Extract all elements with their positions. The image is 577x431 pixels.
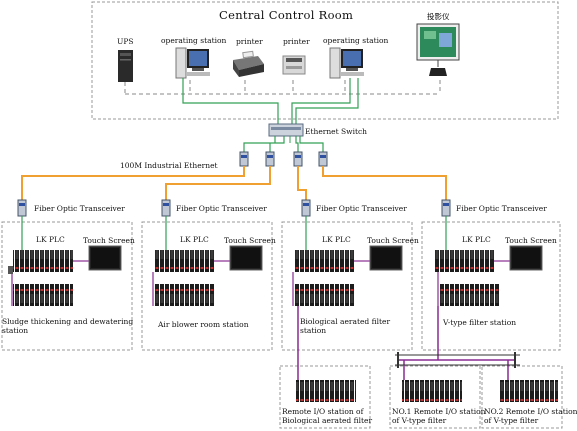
station-name-line2: station	[2, 326, 29, 335]
ups-icon	[118, 50, 133, 82]
station-box-1	[1, 221, 133, 351]
switch-label: Ethernet Switch	[305, 127, 368, 136]
station-name-line1: V-type filter station	[443, 318, 517, 327]
touch-screen-label: Touch Screen	[224, 236, 276, 245]
plc-rack-icon	[294, 250, 354, 272]
station-box-4	[421, 221, 561, 351]
remote-box-2	[389, 365, 481, 429]
media-converter-icon	[293, 151, 303, 167]
io-rack-icon	[13, 284, 73, 306]
remote-link-2	[398, 306, 515, 380]
control-room-box	[91, 1, 559, 120]
transceiver-label: Fiber Optic Transceiver	[34, 204, 125, 213]
printer-icon	[233, 50, 264, 77]
plc-rack-icon	[434, 250, 494, 272]
io-rack-icon	[294, 284, 354, 306]
touch-screen-label: Touch Screen	[505, 236, 557, 245]
fiber-transceiver-icon	[301, 199, 311, 217]
station-box-3	[281, 221, 413, 351]
remote-box-1	[279, 365, 371, 429]
computer-icon	[175, 47, 210, 79]
station-name-line1: Biological aerated filter	[300, 317, 391, 326]
ethernet-switch-icon	[268, 123, 304, 143]
plc-rack-icon	[13, 250, 73, 272]
io-rack-icon	[154, 284, 214, 306]
media-converter-icon	[239, 151, 249, 167]
remote-box-3	[481, 365, 563, 429]
touch-screen-label: Touch Screen	[367, 236, 419, 245]
station-1-equipment	[8, 199, 122, 306]
station-4-equipment	[434, 199, 543, 306]
station-box-2	[141, 221, 273, 351]
op-station-1-label: operating station	[161, 36, 227, 45]
ups-label: UPS	[117, 37, 134, 46]
touch-screen-label: Touch Screen	[83, 236, 135, 245]
media-converter-icon	[265, 151, 275, 167]
control-room-title: Central Control Room	[219, 8, 354, 22]
station-name-line1: Sludge thickening and dewatering	[2, 317, 134, 326]
remote-name-line1: Remote I/O station of	[282, 407, 364, 416]
plc-label: LK PLC	[36, 235, 65, 244]
remote-io-rack-icon	[296, 380, 356, 402]
ethernet-lines-top	[182, 78, 359, 124]
projector-screen-icon	[416, 23, 460, 76]
transceiver-label: Fiber Optic Transceiver	[316, 204, 407, 213]
station-name-line2: station	[300, 326, 327, 335]
station-2-equipment	[152, 199, 263, 306]
fiber-transceiver-icon	[441, 199, 451, 217]
fiber-line-1	[21, 166, 245, 200]
fiber-line-3	[297, 166, 307, 200]
ethernet-lines-down	[243, 136, 324, 152]
plc-label: LK PLC	[180, 235, 209, 244]
remote-name-line2: of V-type filter	[392, 416, 447, 425]
fiber-line-2	[165, 166, 271, 200]
fiber-transceiver-icon	[17, 199, 27, 217]
power-bus	[124, 80, 441, 95]
plc-rack-icon	[154, 250, 214, 272]
remote-name-line1: NO.1 Remote I/O station	[392, 407, 486, 416]
io-rack-icon	[440, 284, 500, 306]
computer-icon	[329, 47, 364, 79]
plc-label: LK PLC	[462, 235, 491, 244]
station-3-equipment	[292, 199, 403, 306]
media-converter-icon	[318, 151, 328, 167]
printer-2-label: printer	[283, 37, 310, 46]
transceiver-label: Fiber Optic Transceiver	[176, 204, 267, 213]
remote-name-line2: of V-type filter	[484, 416, 539, 425]
op-station-2-label: operating station	[323, 36, 389, 45]
fiber-transceiver-icon	[161, 199, 171, 217]
profibus-rail	[395, 354, 520, 366]
projector-label: 投影仪	[427, 12, 450, 21]
remote-io-rack-icon	[500, 380, 558, 402]
transceiver-label: Fiber Optic Transceiver	[456, 204, 547, 213]
fiber-line-4	[322, 166, 447, 200]
ethernet-label: 100M Industrial Ethernet	[120, 161, 218, 170]
remote-io-rack-icon	[402, 380, 462, 402]
printer-icon	[282, 55, 306, 75]
printer-1-label: printer	[236, 37, 263, 46]
plc-label: LK PLC	[322, 235, 351, 244]
remote-name-line1: NO.2 Remote I/O station	[484, 407, 577, 416]
station-name-line1: Air blower room station	[158, 320, 249, 329]
remote-name-line2: Biological aerated filter	[282, 416, 373, 425]
